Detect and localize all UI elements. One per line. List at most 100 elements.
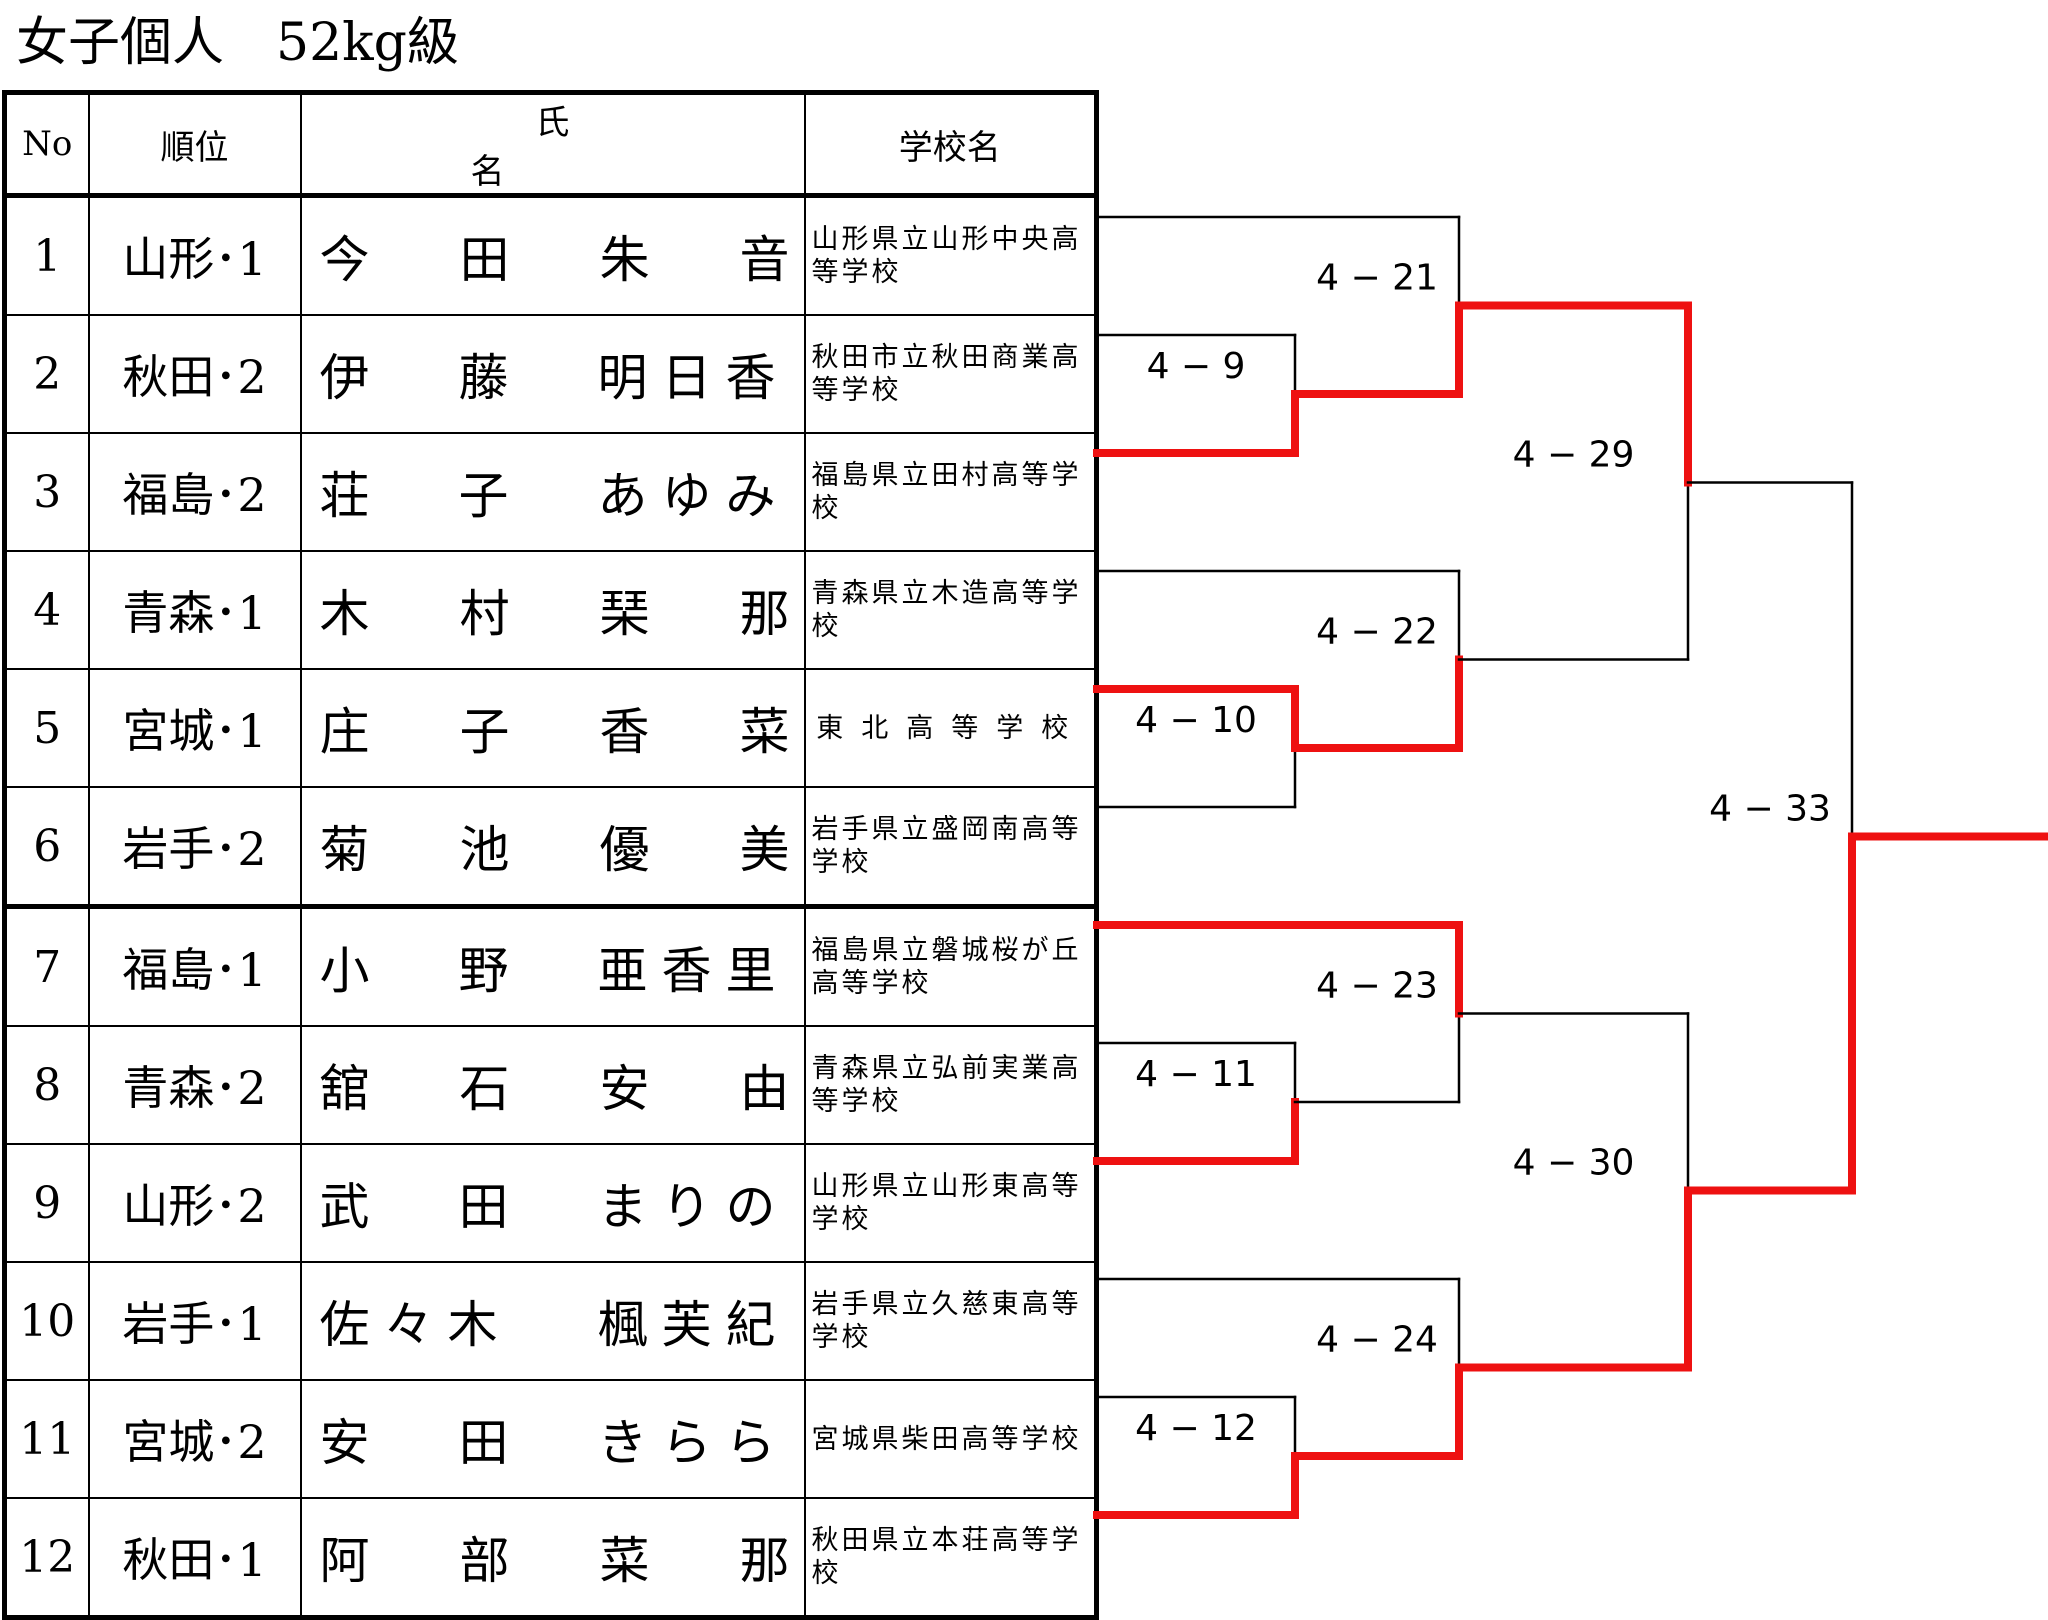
match-label: 4 − 33 <box>1709 789 1831 830</box>
entry-name-part: 小 <box>319 942 370 1000</box>
header-name: 氏 名 <box>299 91 806 198</box>
entry-name-part: まりの <box>597 1178 790 1236</box>
entry-name-part: 安 <box>319 1414 370 1472</box>
entry-number: 3 <box>3 432 90 552</box>
header-rank: 順位 <box>87 91 302 198</box>
entry-name-part: 庄 <box>319 703 370 761</box>
entry-school-name: 岩手県立久慈東高等学校 <box>811 1289 1082 1353</box>
match-label: 4 − 12 <box>1135 1408 1257 1449</box>
entry-rank: 青森･2 <box>87 1025 302 1145</box>
entry-school-name: 東北高等学校 <box>816 712 1087 744</box>
match-label: 4 − 29 <box>1513 435 1635 476</box>
entry-name-parts: 武田まりの <box>303 1167 803 1239</box>
entry-school-name: 山形県立山形中央高等学校 <box>811 224 1082 288</box>
entry-rank: 福島･1 <box>87 904 302 1027</box>
entry-school: 青森県立木造高等学校 <box>803 550 1098 670</box>
entry-name: 荘 子 あゆみ <box>299 432 806 552</box>
entry-name-part: 木 <box>319 585 370 643</box>
entry-rank: 岩手･2 <box>87 786 302 908</box>
entry-number: 9 <box>3 1143 90 1263</box>
entry-name-part: 香 <box>599 703 650 761</box>
entry-number: 11 <box>3 1379 90 1499</box>
entry-name-part: 荘 <box>319 467 370 525</box>
entry-school: 山形県立山形中央高等学校 <box>803 194 1098 316</box>
entry-name-part: 今 <box>319 231 370 289</box>
entry-school: 山形県立山形東高等学校 <box>803 1143 1098 1263</box>
entry-school-name: 福島県立磐城桜が丘高等学校 <box>811 935 1082 999</box>
entry-name-part: 琹 <box>599 585 650 643</box>
header-name-label: 氏 名 <box>470 103 864 192</box>
match-label: 4 − 23 <box>1316 966 1438 1007</box>
entry-name-part: 子 <box>458 467 509 525</box>
entry-name-parts: 安 田 きらら <box>303 1403 803 1475</box>
entry-name-part: 菜 <box>739 703 790 761</box>
entry-name-part: 池 <box>459 821 510 879</box>
entry-name-part: 田 <box>458 1414 509 1472</box>
entry-number: 10 <box>3 1261 90 1381</box>
entry-rank: 福島･2 <box>87 432 302 552</box>
entry-name-part: 武 <box>319 1178 370 1236</box>
entry-name: 安 田 きらら <box>299 1379 806 1499</box>
entry-number: 8 <box>3 1025 90 1145</box>
entry-name-parts: 舘石安由 <box>303 1049 803 1121</box>
entry-school: 福島県立田村高等学校 <box>803 432 1098 552</box>
entry-name-part: 佐々木 <box>319 1296 512 1354</box>
entry-school: 岩手県立久慈東高等学校 <box>803 1261 1098 1381</box>
entry-name-part: 音 <box>739 231 790 289</box>
entry-school-name: 宮城県柴田高等学校 <box>811 1423 1082 1455</box>
entry-name: 伊藤明日香 <box>299 314 806 434</box>
entry-rank: 青森･1 <box>87 550 302 670</box>
entry-name-parts: 荘 子 あゆみ <box>303 456 803 528</box>
entry-name-part: きらら <box>597 1414 790 1472</box>
entry-name: 菊池優美 <box>299 786 806 908</box>
match-label: 4 − 11 <box>1135 1054 1257 1095</box>
match-label: 4 − 21 <box>1316 258 1438 299</box>
entry-name-part: 菊 <box>319 821 370 879</box>
match-label: 4 − 22 <box>1316 612 1438 653</box>
entry-school: 宮城県柴田高等学校 <box>803 1379 1098 1499</box>
entry-name-parts: 小 野 亜香里 <box>303 931 803 1003</box>
entry-name-part: 安 <box>599 1060 650 1118</box>
entry-name-parts: 庄子香菜 <box>303 692 803 764</box>
entry-rank: 山形･2 <box>87 1143 302 1263</box>
entry-number: 2 <box>3 314 90 434</box>
entry-name-parts: 佐々木楓芙紀 <box>303 1285 803 1357</box>
entry-name-parts: 菊池優美 <box>303 810 803 882</box>
entry-name: 木村琹那 <box>299 550 806 670</box>
entry-name-parts: 今田朱音 <box>303 220 803 292</box>
match-label: 4 − 9 <box>1147 346 1246 387</box>
entry-name: 武田まりの <box>299 1143 806 1263</box>
entry-name-part: 野 <box>458 942 509 1000</box>
entry-name-part: 村 <box>459 585 510 643</box>
entry-name-part: あゆみ <box>597 467 790 525</box>
entry-name-part: 朱 <box>599 231 650 289</box>
match-label: 4 − 10 <box>1135 700 1257 741</box>
entry-school: 東北高等学校 <box>803 668 1098 788</box>
entry-name-part: 亜香里 <box>597 942 790 1000</box>
entry-rank: 宮城･1 <box>87 668 302 788</box>
entry-number: 5 <box>3 668 90 788</box>
entry-name-part: 美 <box>739 821 790 879</box>
entry-name-part: 伊 <box>319 349 370 407</box>
entry-name-part: 藤 <box>458 349 509 407</box>
entry-number: 1 <box>3 194 90 316</box>
match-label: 4 − 24 <box>1316 1320 1438 1361</box>
entry-name-parts: 木村琹那 <box>303 574 803 646</box>
entry-school: 岩手県立盛岡南高等学校 <box>803 786 1098 908</box>
header-school: 学校名 <box>803 91 1098 198</box>
entry-rank: 山形･1 <box>87 194 302 316</box>
entry-name-part: 舘 <box>319 1060 370 1118</box>
entry-name-part: 那 <box>739 585 790 643</box>
entry-school: 秋田市立秋田商業高等学校 <box>803 314 1098 434</box>
